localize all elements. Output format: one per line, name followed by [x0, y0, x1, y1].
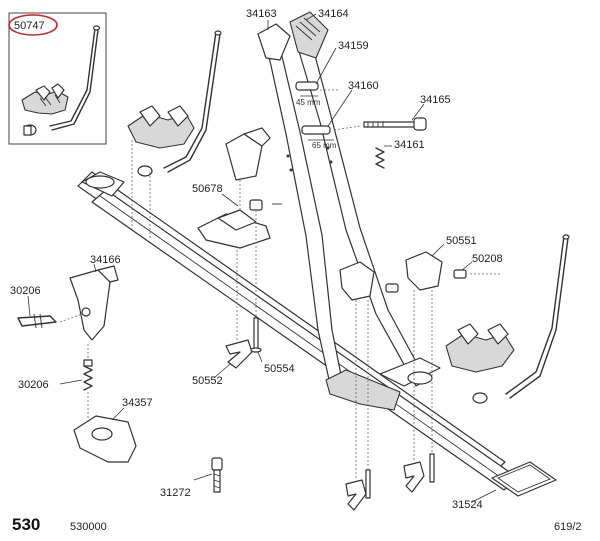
part-label-50678: 50678	[192, 183, 223, 195]
front-bracket	[81, 171, 125, 197]
dim-45mm: 45 mm	[296, 98, 321, 107]
spring-34161	[375, 147, 385, 169]
part-label-30206-a: 30206	[10, 285, 41, 297]
inset-clamp	[21, 83, 69, 115]
part-label-50208: 50208	[472, 253, 503, 265]
part-label-50551: 50551	[446, 235, 477, 247]
part-label-34165: 34165	[420, 94, 451, 106]
part-label-34160: 34160	[348, 80, 379, 92]
bottom-strap-clips	[345, 453, 435, 511]
part-label-50552: 50552	[192, 375, 223, 387]
part-label-34166: 34166	[90, 254, 121, 266]
strap-holder-50678	[197, 127, 282, 249]
dim-65mm: 65 mm	[312, 141, 337, 150]
part-label-34163: 34163	[246, 8, 277, 20]
right-wheel-arm	[445, 234, 570, 404]
part-label-34164: 34164	[318, 8, 349, 20]
part-label-50747: 50747	[14, 20, 45, 32]
lever-34166	[69, 265, 119, 341]
part-label-34357: 34357	[122, 397, 153, 409]
part-label-31272: 31272	[160, 487, 191, 499]
screw-31272	[211, 457, 223, 493]
spring-pin-30206-top	[17, 313, 57, 329]
left-wheel-arm	[127, 30, 222, 177]
highlight-ellipse	[8, 14, 58, 36]
part-label-34159: 34159	[338, 40, 369, 52]
spring-30206-bottom	[83, 359, 93, 391]
catalog-number: 530000	[70, 521, 107, 533]
bracket-34357	[73, 415, 137, 463]
pin-34160: 65 mm	[301, 125, 337, 150]
assembly-guides	[59, 89, 500, 480]
part-label-50554: 50554	[264, 363, 295, 375]
pin-34159: 45 mm	[295, 81, 321, 107]
end-cap-31524	[491, 461, 557, 497]
part-label-34161: 34161	[394, 139, 425, 151]
knob-50208	[453, 269, 467, 279]
main-bar	[77, 171, 557, 497]
top-cap-34164	[289, 11, 329, 59]
inset-box: 50747	[8, 12, 107, 145]
part-label-30206-b: 30206	[18, 379, 49, 391]
revision-code: 619/2	[554, 521, 582, 533]
inset-arm	[49, 25, 101, 131]
labels: 34163 34164 34159 34160 34165 34161 5067…	[10, 8, 503, 511]
right-wheel-holder-50551	[339, 251, 467, 301]
bolt-34165	[363, 117, 427, 131]
inset-cap-body	[23, 125, 32, 136]
part-label-31524: 31524	[452, 499, 483, 511]
page-code: 530	[12, 515, 40, 534]
footer: 530 530000 619/2	[12, 515, 582, 534]
arm-base	[325, 357, 441, 411]
top-cap-34163	[257, 23, 291, 61]
strap-50552	[225, 317, 262, 369]
